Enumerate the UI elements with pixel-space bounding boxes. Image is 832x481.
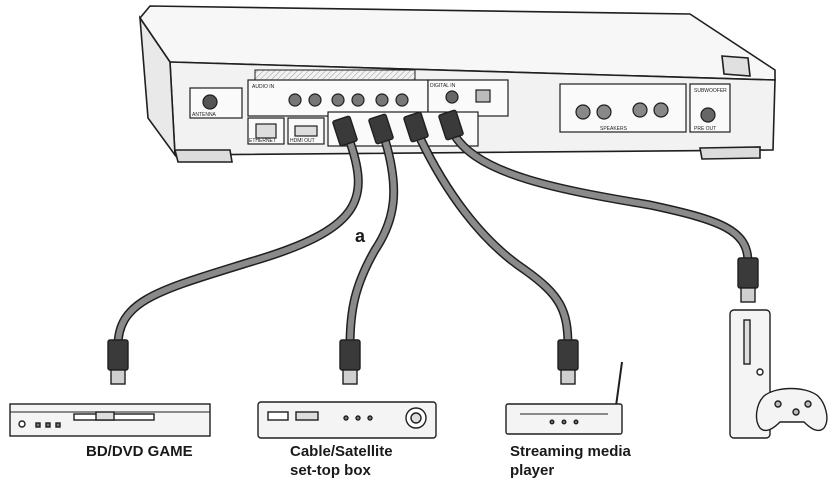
bd-dvd-player	[9, 403, 211, 437]
disc-slot	[743, 319, 751, 365]
hdmi-cables	[113, 131, 753, 351]
hdmi-out-port	[294, 125, 318, 137]
ethernet-text: ETHERNET	[249, 138, 276, 144]
hdmi-plug	[332, 115, 358, 147]
cable-satellite-label: Cable/Satellite set-top box	[290, 442, 393, 480]
subwoofer-jack	[700, 107, 716, 123]
receiver-connectors	[202, 89, 716, 139]
speakers-text: SPEAKERS	[600, 126, 628, 132]
streaming-label: Streaming media player	[510, 442, 631, 480]
hdmi-cable-1	[113, 137, 363, 351]
subwoofer-text: SUBWOOFER	[694, 88, 727, 94]
rca-jack	[331, 93, 345, 107]
antenna	[615, 361, 623, 407]
speaker-terminal	[653, 102, 669, 118]
display-window	[95, 411, 115, 421]
hdmi-plug	[368, 113, 394, 145]
audio-in-text: AUDIO IN	[252, 84, 275, 90]
hdmi-plug-console	[737, 257, 759, 303]
streaming-label-line1: Streaming media	[510, 443, 631, 460]
cable-satellite-label-line1: Cable/Satellite	[290, 443, 393, 460]
hdmi-plug-cable-box	[339, 339, 361, 385]
speaker-terminal	[632, 102, 648, 118]
pre-out-text: PRE OUT	[694, 126, 716, 132]
coax-jack	[445, 90, 459, 104]
hdmi-out-text: HDMI OUT	[290, 138, 315, 144]
cable-satellite-label-line2: set-top box	[290, 462, 371, 479]
antenna-mast	[254, 69, 416, 81]
hdmi-plug	[438, 109, 464, 141]
rca-jack	[351, 93, 365, 107]
receiver-foot-right	[699, 146, 761, 160]
receiver-hdmi-plugs	[332, 109, 464, 147]
hdmi-plug	[403, 111, 429, 143]
antenna-text: ANTENNA	[192, 112, 217, 118]
receiver-side	[138, 15, 176, 158]
display-window	[295, 411, 319, 421]
device-hdmi-plugs	[107, 257, 759, 385]
digital-in-text: DIGITAL IN	[430, 83, 456, 89]
rca-jack	[308, 93, 322, 107]
game-console	[729, 309, 828, 439]
streaming-player	[505, 361, 623, 435]
rca-jack	[375, 93, 389, 107]
streaming-label-line2: player	[510, 462, 555, 479]
hdmi-out-block	[287, 117, 325, 145]
digital-block	[427, 79, 509, 117]
gamepad-icon	[755, 387, 828, 432]
hdmi-plug-bd	[107, 339, 129, 385]
rca-jack	[288, 93, 302, 107]
cable-satellite-box	[257, 401, 437, 439]
rca-jack	[395, 93, 409, 107]
bd-dvd-game-label: BD/DVD GAME	[86, 442, 193, 461]
receiver-foot-left	[173, 149, 233, 163]
speaker-terminal	[575, 104, 591, 120]
optical-jack	[475, 89, 491, 103]
marker-a: a	[355, 226, 366, 246]
bd-dvd-game-label-line1: BD/DVD GAME	[86, 443, 193, 460]
speaker-terminal	[596, 104, 612, 120]
antenna-jack	[202, 94, 218, 110]
hdmi-plug-streaming	[557, 339, 579, 385]
card-slot	[267, 411, 289, 421]
receiver-handle	[721, 55, 751, 77]
ethernet-port	[255, 123, 277, 139]
power-button	[18, 420, 26, 428]
